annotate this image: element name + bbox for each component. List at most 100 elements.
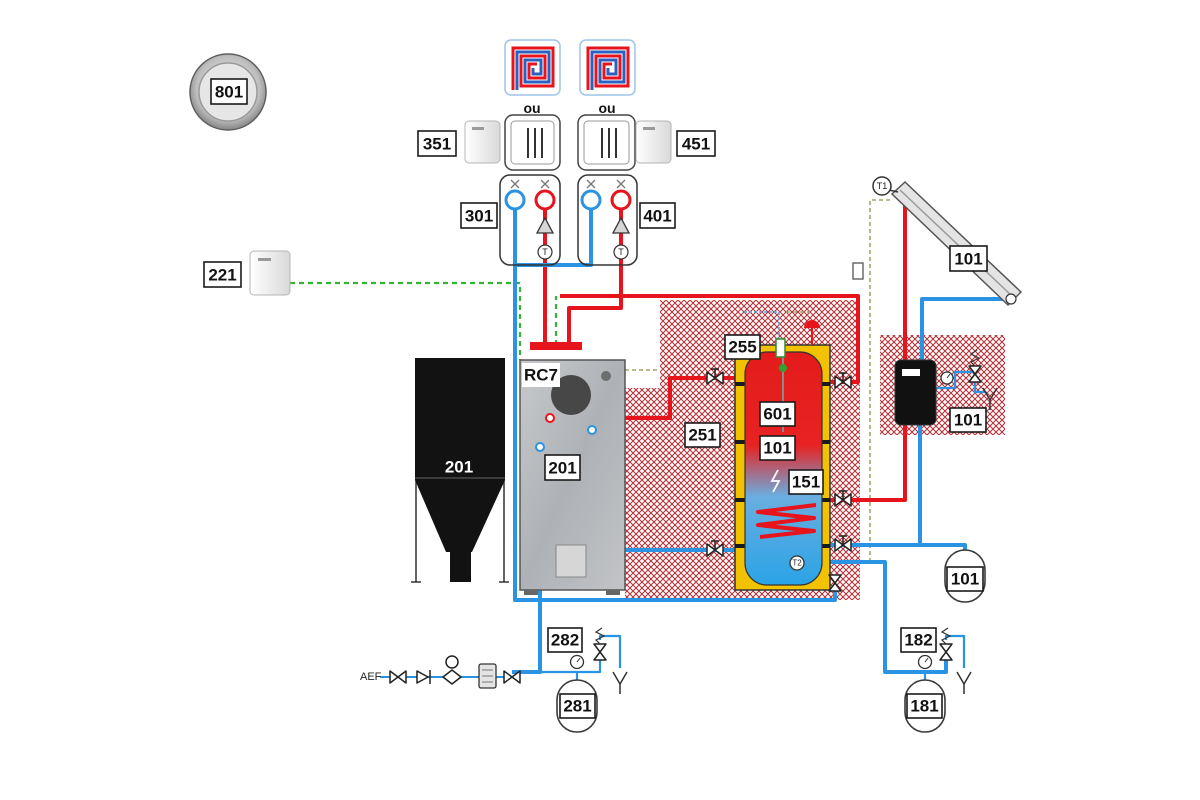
boiler-burner-port — [551, 375, 591, 415]
circulator-pump-icon — [535, 216, 555, 234]
circulator-pump-icon — [611, 216, 631, 234]
cold-pipe-safety-282 — [540, 660, 602, 674]
signal-line-221 — [290, 281, 522, 360]
label-301-box — [460, 202, 498, 229]
sensor-t1-icon — [872, 176, 892, 196]
valve-icon-inlet — [389, 670, 407, 684]
label-801: 801 — [215, 83, 243, 102]
label-251: 251 — [688, 426, 716, 445]
label-251-box — [684, 422, 721, 448]
pump-group-icon — [499, 174, 561, 266]
gauge-needle — [946, 373, 951, 379]
label-101-vessel-box — [946, 566, 984, 592]
label-101-collector-box — [949, 245, 988, 272]
gauge-needle — [924, 657, 929, 663]
sensor-t2-label: T2 — [792, 559, 802, 568]
filter-mesh — [482, 669, 493, 683]
label-301: 301 — [465, 207, 493, 226]
floor-heating-right — [579, 39, 636, 96]
valve-icon-header-supply — [834, 372, 852, 389]
expansion-vessel-181: 181 — [904, 679, 946, 733]
radiator-panel — [583, 120, 630, 165]
boiler: RC7 201 — [519, 359, 626, 595]
radiator-icon — [504, 114, 561, 171]
room-unit-451: 451 — [635, 120, 716, 164]
label-601: 601 — [763, 405, 791, 424]
floor-heating-cold-loop — [515, 50, 551, 90]
cold-pipe-water-inlet — [512, 600, 542, 674]
hot-thermometer — [610, 189, 632, 211]
safety-group-282: 282 — [547, 627, 628, 694]
label-281-box — [559, 693, 596, 719]
water-inlet-label: AEF — [360, 671, 382, 683]
label-401: 401 — [643, 207, 671, 226]
mixing-valve-icon — [613, 244, 629, 260]
label-182: 182 — [904, 631, 932, 650]
hot-pipe-solar-supply — [830, 200, 907, 502]
cold-pipe-safety-182-out — [944, 634, 966, 668]
mixing-valve-label: T — [542, 247, 548, 257]
label-181-box — [906, 693, 943, 719]
zone-label-251: 251 — [684, 422, 721, 448]
safety-valve-icon — [939, 643, 953, 661]
pump-group-301: T 301 — [460, 174, 561, 266]
label-281: 281 — [563, 697, 591, 716]
label-201-boiler: 201 — [548, 459, 576, 478]
hydraulic-separator — [530, 342, 582, 350]
room-unit-display — [258, 258, 271, 261]
floor-heating-cold-loop — [590, 50, 626, 90]
tank-solar-coil — [756, 503, 817, 539]
gauge-needle — [576, 657, 581, 663]
cold-pipe-main-return — [513, 210, 837, 602]
label-101-collector: 101 — [954, 250, 982, 269]
cold-pipe-safety-282-out — [598, 634, 622, 668]
label-451: 451 — [682, 135, 710, 154]
boiler-flue — [601, 371, 611, 381]
label-101-tank-box — [759, 435, 796, 461]
label-101-station-box — [949, 407, 987, 433]
pump-group-icon — [577, 174, 638, 266]
storage-tank: T2 255 601 101 151 — [724, 320, 831, 591]
radiator-panel — [510, 120, 555, 165]
cold-pipe-vessel-101 — [920, 543, 967, 550]
solar-collector: T1 101 — [872, 176, 1023, 307]
pump-group-401: T 401 — [577, 174, 676, 266]
cold-pipe-station-safety — [936, 370, 986, 394]
room-unit-221: 221 — [203, 250, 291, 296]
electric-heater-icon — [770, 469, 781, 493]
pellet-silo: 201 — [411, 358, 509, 583]
expansion-vessel-281: 281 — [556, 679, 598, 733]
boiler-ash-door — [555, 544, 587, 578]
boiler-hot-outlet — [545, 413, 555, 423]
label-601-box — [759, 401, 796, 427]
safety-valve-spring — [594, 627, 606, 645]
floor-heating-hot-loop — [511, 46, 555, 90]
label-101-tank: 101 — [763, 439, 791, 458]
room-unit-351: 351 — [417, 120, 501, 164]
label-201-silo: 201 — [445, 458, 473, 477]
room-unit-icon — [635, 120, 672, 164]
tank-relief-valve — [804, 320, 820, 328]
radiator-fins — [527, 128, 543, 158]
label-rc7: RC7 — [524, 366, 558, 385]
label-451-box — [676, 130, 716, 157]
boiler-drain-port — [535, 442, 545, 452]
label-101-station: 101 — [954, 411, 982, 430]
radiator-fins — [601, 128, 617, 158]
silo-legs — [411, 478, 509, 583]
funnel-icon — [956, 671, 972, 694]
label-255-box — [724, 334, 761, 360]
safety-valve-spring — [940, 627, 952, 645]
funnel-icon — [612, 671, 628, 694]
solar-station-icon — [894, 359, 937, 426]
floor-heating-hot-loop — [586, 46, 630, 90]
label-151-box — [788, 469, 824, 495]
label-201-boiler-box — [544, 454, 581, 481]
cold-thermometer — [580, 189, 602, 211]
water-inlet-chain: AEF — [360, 655, 521, 689]
check-valve-icon — [416, 670, 429, 684]
mixing-valve-icon — [537, 244, 553, 260]
valve-icon-solar-return — [834, 535, 852, 552]
label-101-vessel: 101 — [951, 570, 979, 589]
